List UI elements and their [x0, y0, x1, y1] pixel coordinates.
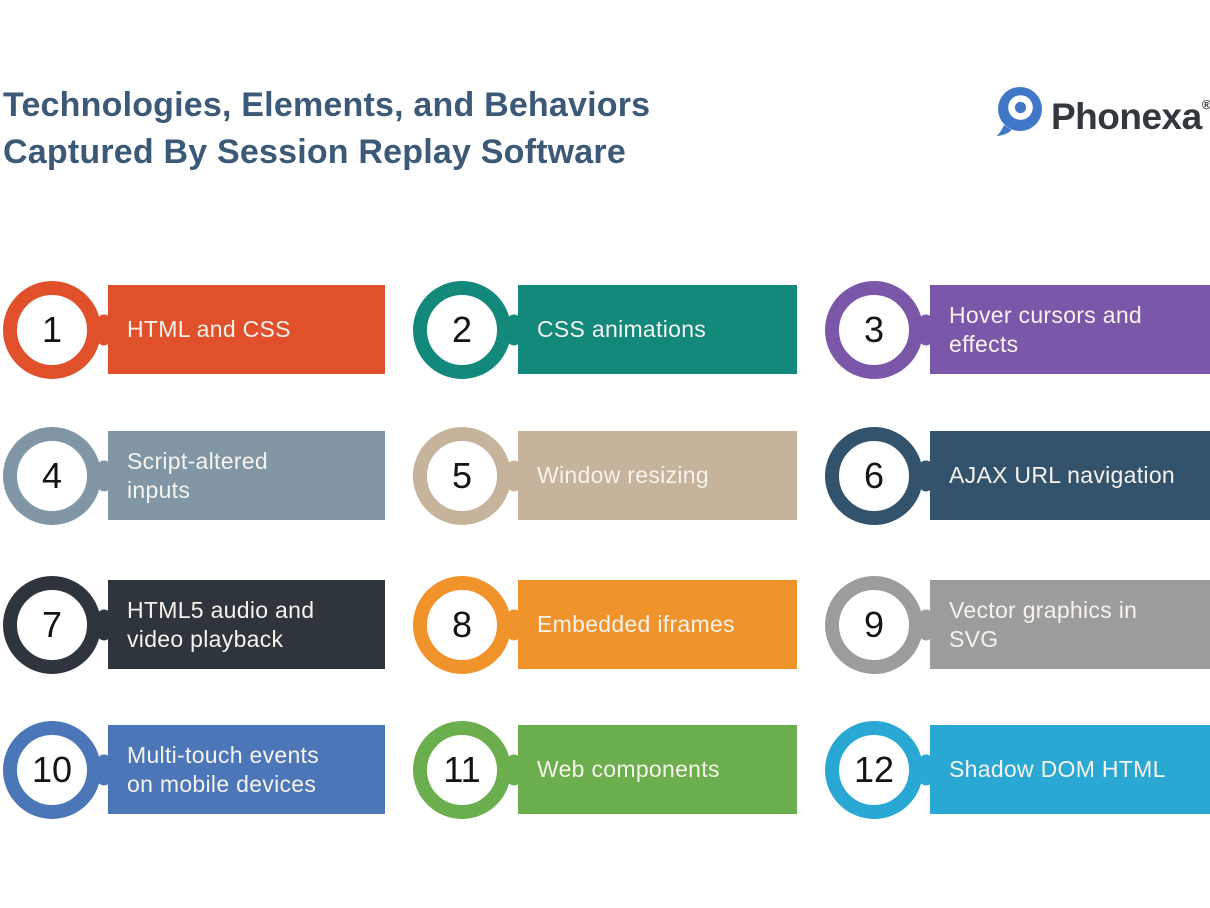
- list-item: 7 HTML5 audio and video playback: [3, 576, 385, 674]
- item-label-bar: Embedded iframes: [518, 580, 797, 669]
- item-label: Shadow DOM HTML: [949, 756, 1166, 782]
- item-number-badge: 1: [3, 281, 101, 379]
- list-item: 6 AJAX URL navigation: [825, 427, 1210, 525]
- phonexa-pin-icon: [996, 87, 1042, 137]
- list-item: 1 HTML and CSS: [3, 281, 385, 379]
- item-number-badge: 8: [413, 576, 511, 674]
- item-label: AJAX URL navigation: [949, 462, 1176, 488]
- list-item: 4 Script-altered inputs: [3, 427, 385, 525]
- item-label: Multi-touch events on mobile devices: [127, 741, 320, 797]
- item-number-badge: 2: [413, 281, 511, 379]
- item-label: Web components: [537, 756, 720, 782]
- list-item: 8 Embedded iframes: [413, 576, 797, 674]
- item-number-badge: 7: [3, 576, 101, 674]
- page-title: Technologies, Elements, and Behaviors Ca…: [3, 82, 650, 176]
- item-label: Window resizing: [537, 462, 709, 488]
- item-label-bar: HTML5 audio and video playback: [108, 580, 385, 669]
- item-label: CSS animations: [537, 316, 707, 342]
- item-number-badge: 10: [3, 721, 101, 819]
- item-number: 2: [451, 309, 473, 350]
- item-label-bar: CSS animations: [518, 285, 797, 374]
- page-title-line-2: Captured By Session Replay Software: [3, 133, 626, 171]
- item-label-bar: Web components: [518, 725, 797, 814]
- item-label: Vector graphics in SVG: [949, 596, 1138, 652]
- item-label-bar: Hover cursors and effects: [930, 285, 1210, 374]
- item-label-bar: Script-altered inputs: [108, 431, 385, 520]
- list-item: 2 CSS animations: [413, 281, 797, 379]
- item-number-badge: 3: [825, 281, 923, 379]
- item-number: 9: [863, 604, 885, 645]
- item-label: Embedded iframes: [537, 611, 735, 637]
- item-label-bar: Window resizing: [518, 431, 797, 520]
- item-label: HTML5 audio and video playback: [127, 596, 315, 652]
- item-label: Script-altered inputs: [127, 447, 268, 503]
- phonexa-wordmark: Phonexa®: [1051, 79, 1210, 143]
- item-number: 8: [451, 604, 473, 645]
- item-number: 1: [41, 309, 63, 350]
- phonexa-wordmark-text: Phonexa: [1051, 96, 1202, 137]
- page-title-line-1: Technologies, Elements, and Behaviors: [3, 86, 651, 124]
- item-number: 10: [31, 749, 73, 790]
- item-label: Hover cursors and effects: [949, 301, 1143, 357]
- item-number-badge: 9: [825, 576, 923, 674]
- list-item: 5 Window resizing: [413, 427, 797, 525]
- item-number-badge: 5: [413, 427, 511, 525]
- item-number: 3: [863, 309, 885, 350]
- list-item: 10 Multi-touch events on mobile devices: [3, 721, 385, 819]
- item-number: 11: [443, 749, 481, 790]
- item-number: 6: [863, 455, 885, 496]
- item-number-badge: 4: [3, 427, 101, 525]
- item-label-bar: HTML and CSS: [108, 285, 385, 374]
- item-label: HTML and CSS: [127, 316, 291, 342]
- item-number: 7: [41, 604, 63, 645]
- item-number-badge: 6: [825, 427, 923, 525]
- list-item: 12 Shadow DOM HTML: [825, 721, 1210, 819]
- item-label-bar: Vector graphics in SVG: [930, 580, 1210, 669]
- item-label-bar: Shadow DOM HTML: [930, 725, 1210, 814]
- item-number: 5: [451, 455, 473, 496]
- registered-trademark: ®: [1201, 97, 1210, 112]
- item-number: 4: [41, 455, 63, 496]
- item-label-bar: Multi-touch events on mobile devices: [108, 725, 385, 814]
- item-number: 12: [853, 749, 895, 790]
- item-number-badge: 12: [825, 721, 923, 819]
- item-label-bar: AJAX URL navigation: [930, 431, 1210, 520]
- list-item: 3 Hover cursors and effects: [825, 281, 1210, 379]
- list-item: 11 Web components: [413, 721, 797, 819]
- item-number-badge: 11: [413, 721, 511, 819]
- list-item: 9 Vector graphics in SVG: [825, 576, 1210, 674]
- phonexa-logo: Phonexa®: [993, 79, 1210, 143]
